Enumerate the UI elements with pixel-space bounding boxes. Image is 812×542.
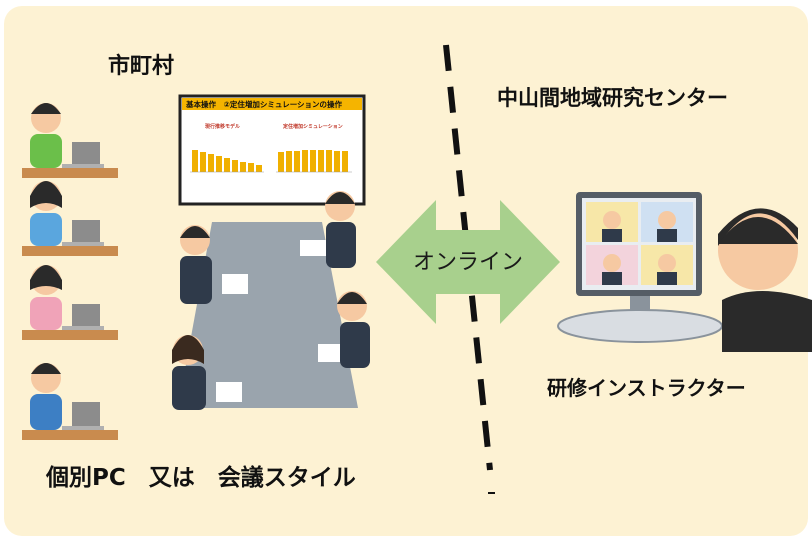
slide-right-heading: 定住増加シミュレーション [282, 123, 343, 130]
pc-user-3 [22, 265, 118, 340]
slide-left-bars [192, 150, 262, 172]
slide-title: 基本操作 ②定住増加シミュレーションの操作 [185, 99, 343, 109]
municipality-label: 市町村 [108, 54, 175, 79]
instructor-figure [718, 208, 812, 352]
pc-user-2 [22, 181, 118, 256]
research-center-label: 中山間地域研究センター [497, 86, 728, 110]
style-label: 個別PC 又は 会議スタイル [46, 465, 356, 491]
video-conference-monitor [557, 192, 723, 343]
pc-user-1 [22, 103, 118, 178]
meeting-participants [172, 191, 370, 410]
presentation-screen: 基本操作 ②定住増加シミュレーションの操作 現行推移モデル 定住増加シミュレーシ… [178, 94, 366, 206]
online-label: オンライン [413, 250, 523, 275]
pc-user-4 [22, 363, 118, 440]
slide-right-bars [278, 150, 348, 172]
slide-left-heading: 現行推移モデル [205, 123, 240, 130]
online-double-arrow [376, 200, 560, 324]
instructor-label: 研修インストラクター [547, 376, 746, 400]
meeting-table [178, 222, 358, 408]
